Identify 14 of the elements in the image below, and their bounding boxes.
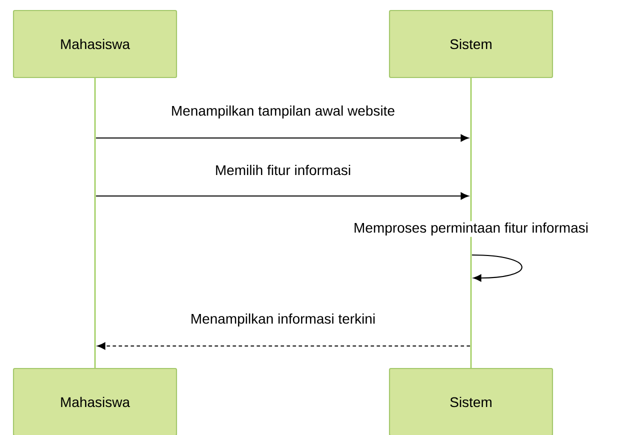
- message-label: Memilih fitur informasi: [214, 164, 352, 176]
- message-arrow: [96, 192, 469, 200]
- participant-box: Mahasiswa: [12, 368, 178, 435]
- self-message-arrow: [472, 254, 522, 282]
- lifeline: [470, 78, 472, 368]
- message-label: Menampilkan tampilan awal website: [170, 104, 396, 120]
- lifeline: [94, 78, 96, 368]
- participant-box: Sistem: [388, 10, 554, 78]
- message-label: Menampilkan informasi terkini: [189, 312, 377, 328]
- message-arrow: [97, 342, 470, 350]
- participant-box: Mahasiswa: [12, 10, 178, 78]
- message-label: Memproses permintaan fitur informasi: [352, 221, 590, 237]
- message-arrow: [96, 134, 469, 142]
- participant-box: Sistem: [388, 368, 554, 435]
